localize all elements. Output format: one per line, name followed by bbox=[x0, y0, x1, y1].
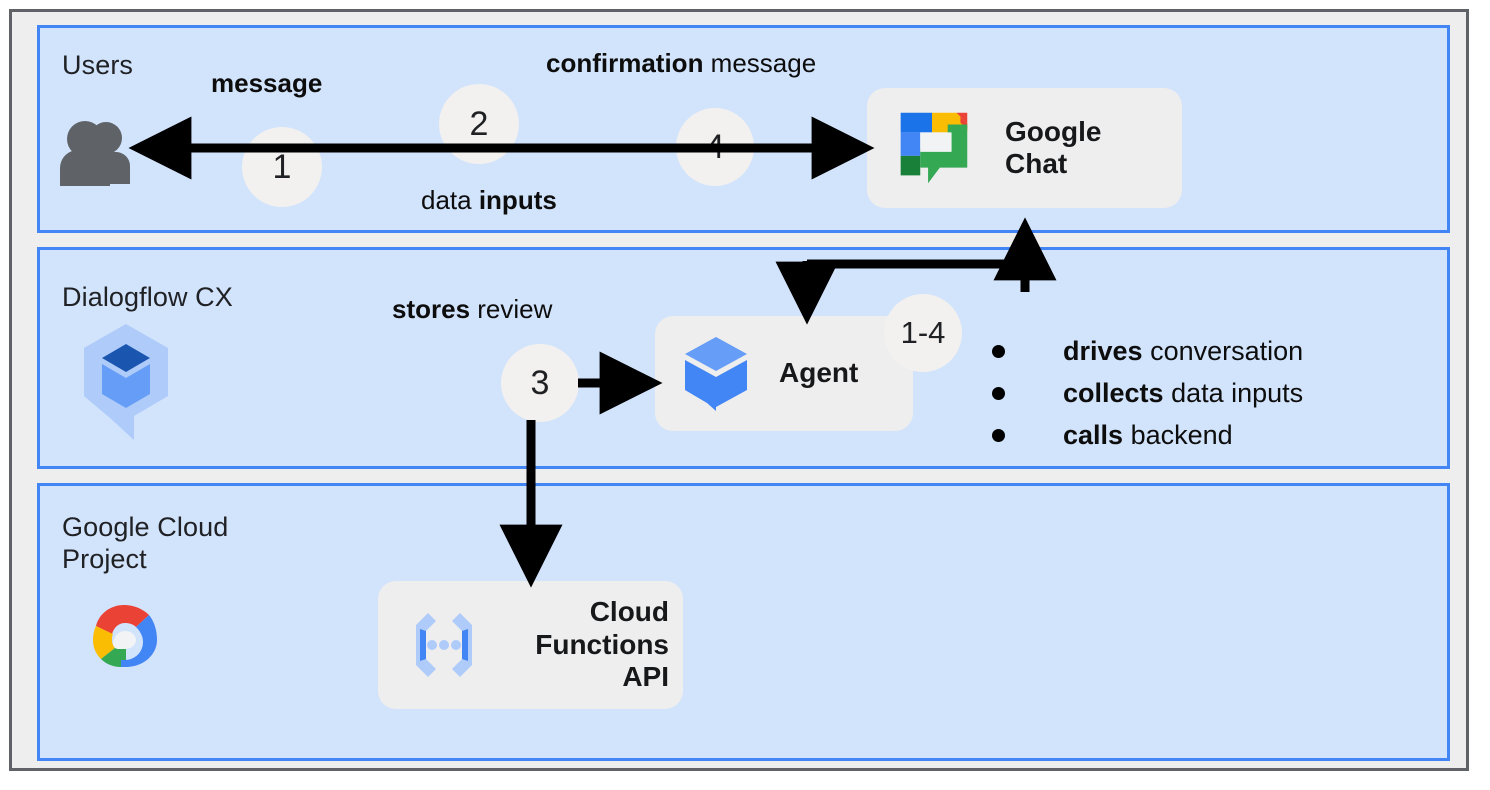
step-1-4-number: 1-4 bbox=[900, 315, 946, 350]
agent-capabilities-list: drives conversation collects data inputs… bbox=[992, 330, 1303, 456]
step-2-number: 2 bbox=[469, 104, 489, 143]
step-1-number: 1 bbox=[272, 147, 292, 186]
step-circle-3[interactable]: 3 bbox=[501, 344, 579, 422]
step-3-number: 3 bbox=[530, 363, 550, 402]
node-google-chat[interactable]: Google Chat bbox=[867, 88, 1182, 208]
confirmation-regular: message bbox=[703, 48, 817, 78]
users-icon bbox=[58, 118, 138, 190]
bullet-dot-icon bbox=[992, 344, 1005, 358]
google-cloud-icon bbox=[77, 603, 171, 679]
node-agent[interactable]: Agent bbox=[655, 316, 913, 431]
step-circle-2[interactable]: 2 bbox=[439, 84, 519, 164]
flow-label-message-text: message bbox=[211, 68, 323, 98]
capability-2-regular: backend bbox=[1123, 419, 1233, 450]
list-item: drives conversation bbox=[992, 330, 1303, 372]
capability-0-bold: drives bbox=[1063, 335, 1143, 366]
node-agent-label: Agent bbox=[779, 357, 859, 389]
band-title-dialogflow: Dialogflow CX bbox=[62, 282, 233, 312]
node-cloud-functions-label: Cloud Functions API bbox=[535, 596, 669, 693]
capability-1-bold: collects bbox=[1063, 377, 1164, 408]
step-4-number: 4 bbox=[705, 127, 725, 166]
list-item: collects data inputs bbox=[992, 372, 1303, 414]
step-circle-1[interactable]: 1 bbox=[242, 127, 322, 207]
cloud-functions-icon bbox=[398, 599, 490, 691]
inputs-bold: inputs bbox=[478, 185, 557, 215]
google-chat-icon bbox=[885, 101, 979, 195]
capability-1-regular: data inputs bbox=[1163, 377, 1304, 408]
dialogflow-cx-icon bbox=[80, 322, 172, 444]
list-item: calls backend bbox=[992, 414, 1303, 456]
flow-label-stores-review: stores review bbox=[392, 294, 552, 325]
bullet-dot-icon bbox=[992, 428, 1005, 442]
confirmation-bold: confirmation bbox=[546, 48, 704, 78]
stores-bold: stores bbox=[392, 294, 471, 324]
flow-label-confirmation-message: confirmation message bbox=[546, 48, 816, 79]
capability-2-bold: calls bbox=[1063, 419, 1124, 450]
review-regular: review bbox=[470, 294, 553, 324]
band-google-cloud-project bbox=[37, 483, 1450, 761]
node-google-chat-label: Google Chat bbox=[1005, 115, 1102, 179]
dialogflow-agent-icon bbox=[679, 333, 753, 415]
bullet-dot-icon bbox=[992, 386, 1005, 400]
node-cloud-functions[interactable]: Cloud Functions API bbox=[378, 581, 683, 709]
data-regular: data bbox=[421, 185, 479, 215]
flow-label-message: message bbox=[211, 68, 322, 99]
flow-label-data-inputs: data inputs bbox=[421, 185, 557, 216]
band-title-gcp: Google Cloud Project bbox=[62, 512, 229, 574]
step-circle-1-4[interactable]: 1-4 bbox=[884, 294, 962, 372]
step-circle-4[interactable]: 4 bbox=[676, 108, 754, 186]
band-title-users: Users bbox=[62, 50, 134, 80]
capability-0-regular: conversation bbox=[1142, 335, 1304, 366]
